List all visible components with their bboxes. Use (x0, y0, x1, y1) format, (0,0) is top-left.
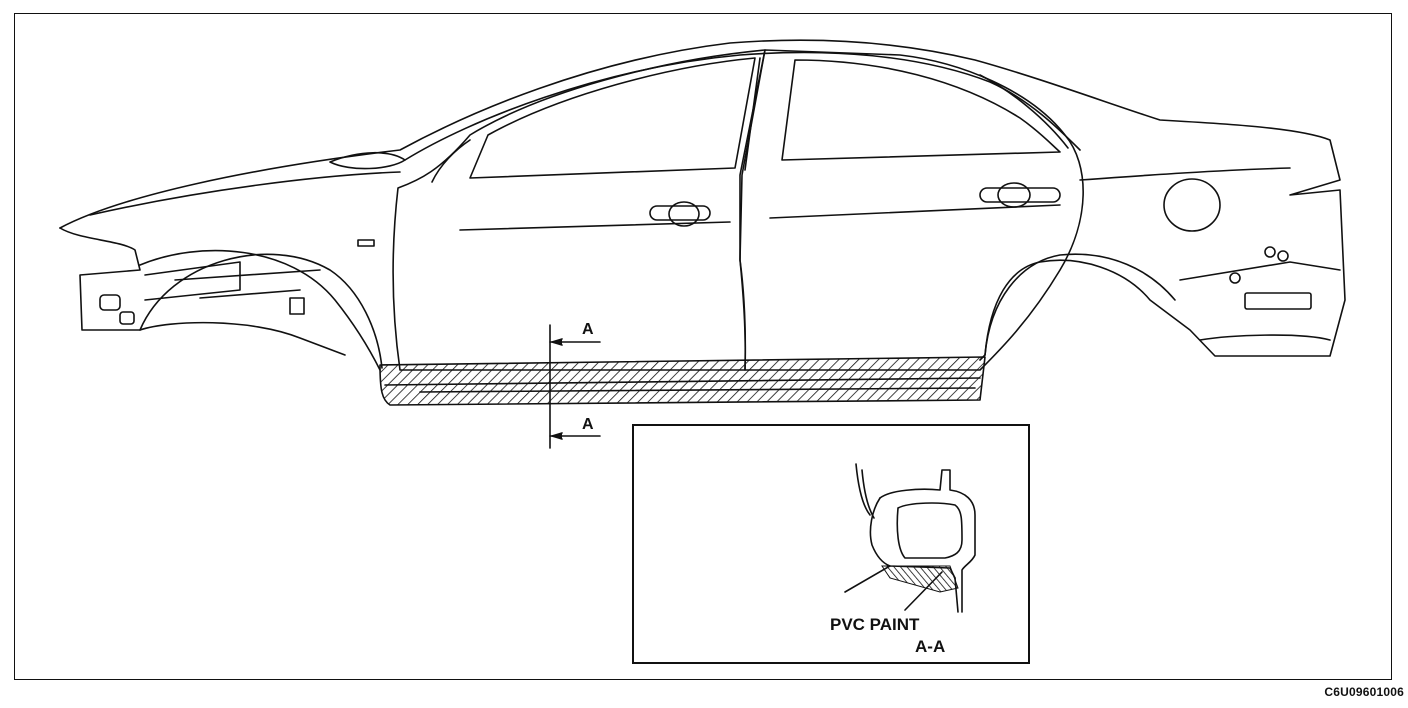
front-door-handle (649, 201, 711, 227)
front-window-inner (431, 139, 471, 183)
front-door-window (469, 57, 756, 179)
sill-section-inner (896, 502, 963, 559)
rear-glass-edge (979, 74, 1069, 149)
section-arrow-lower (551, 432, 563, 440)
rear-door-handle (979, 182, 1061, 208)
roof-line (404, 51, 1081, 161)
rear-door-outline (739, 49, 1084, 371)
rear-door-window (781, 59, 1061, 161)
figure-frame (14, 13, 1392, 680)
section-label-lower: A (582, 416, 594, 433)
pvc-paint-area (881, 565, 959, 593)
figure-code: C6U09601006 (1324, 685, 1404, 699)
section-inset: PVC PAINT A-A (632, 424, 1030, 664)
body-outline (59, 39, 1346, 361)
section-label-upper: A (582, 321, 594, 338)
section-arrow-upper (551, 338, 563, 346)
pvc-paint-callout: PVC PAINT (830, 615, 920, 634)
fuel-lid (1163, 178, 1221, 232)
front-wheel-arch (139, 253, 383, 369)
rear-wheel-arch (984, 253, 1176, 356)
section-view-title: A-A (915, 637, 945, 656)
sill-section-outer (879, 469, 976, 613)
